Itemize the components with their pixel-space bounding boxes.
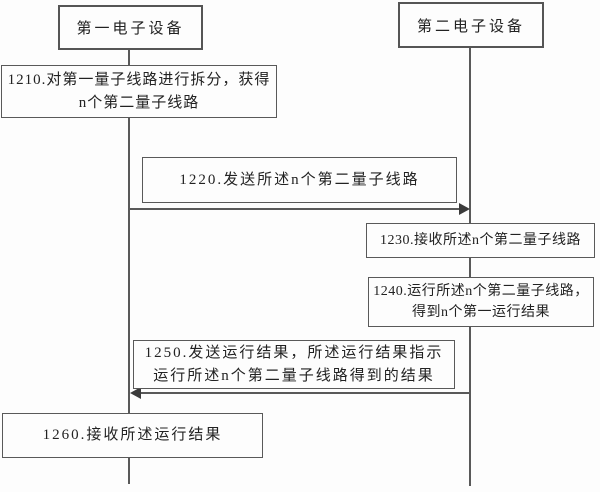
step-box-1250: 1250.发送运行结果，所述运行结果指示运行所述n个第二量子线路得到的结果 bbox=[133, 340, 455, 389]
message-arrow-1220 bbox=[129, 208, 461, 210]
step-box-1230: 1230.接收所述n个第二量子线路 bbox=[366, 223, 595, 258]
step-label-1240: 1240.运行所述n个第二量子线路，得到n个第一运行结果 bbox=[373, 284, 589, 320]
actor-label-second-device: 第二电子设备 bbox=[416, 18, 525, 35]
lifeline-second-device bbox=[469, 48, 471, 486]
step-label-1220: 1220.发送所述n个第二量子线路 bbox=[179, 171, 420, 188]
arrowhead-left-icon bbox=[130, 387, 141, 399]
message-arrow-1250 bbox=[141, 392, 470, 394]
step-label-1230: 1230.接收所述n个第二量子线路 bbox=[380, 233, 581, 248]
step-box-1210: 1210.对第一量子线路进行拆分，获得n个第二量子线路 bbox=[1, 65, 277, 118]
step-box-1220: 1220.发送所述n个第二量子线路 bbox=[142, 157, 457, 203]
step-label-1250: 1250.发送运行结果，所述运行结果指示运行所述n个第二量子线路得到的结果 bbox=[144, 345, 444, 384]
step-label-1210: 1210.对第一量子线路进行拆分，获得n个第二量子线路 bbox=[7, 72, 271, 111]
actor-label-first-device: 第一电子设备 bbox=[76, 21, 185, 37]
actor-box-second-device: 第二电子设备 bbox=[398, 2, 544, 48]
lifeline-first-device bbox=[128, 50, 130, 484]
step-box-1240: 1240.运行所述n个第二量子线路，得到n个第一运行结果 bbox=[368, 277, 594, 327]
actor-box-first-device: 第一电子设备 bbox=[58, 5, 203, 50]
step-label-1260: 1260.接收所述运行结果 bbox=[42, 427, 223, 444]
step-box-1260: 1260.接收所述运行结果 bbox=[2, 413, 263, 458]
arrowhead-right-icon bbox=[459, 203, 470, 215]
